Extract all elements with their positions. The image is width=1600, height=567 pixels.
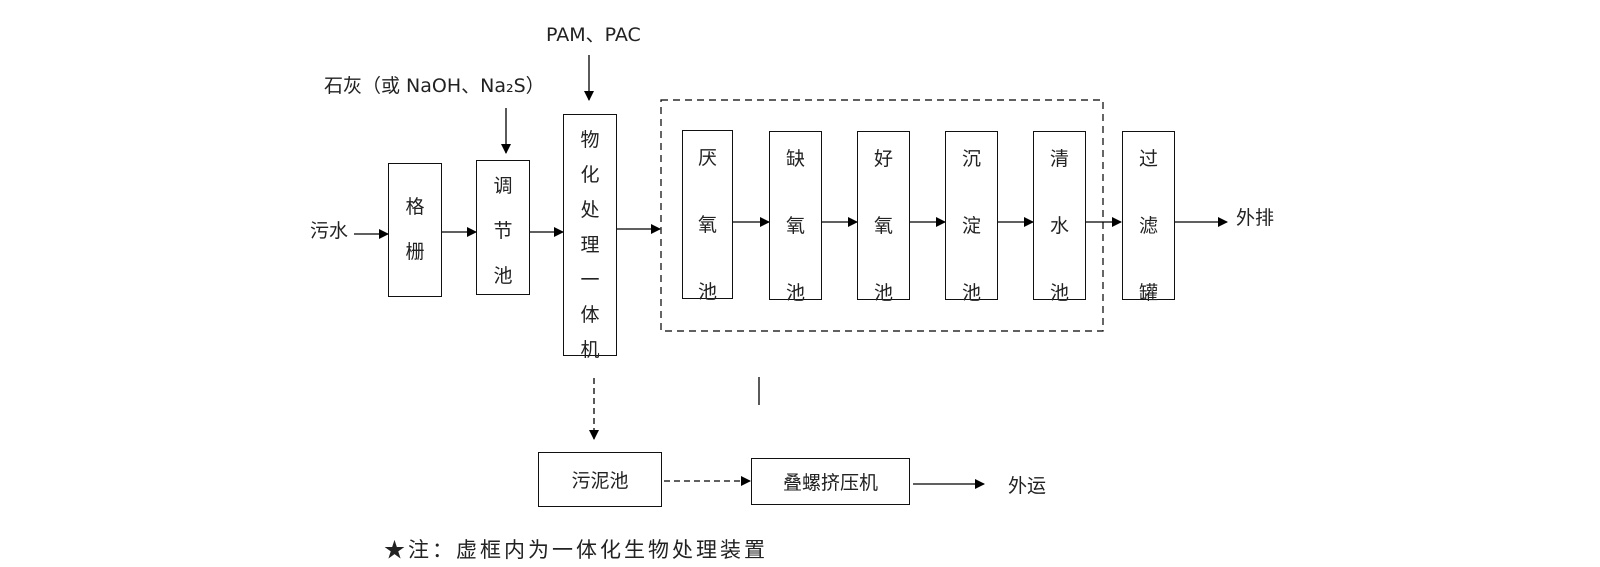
sedimentation-tank-box: 沉 淀 池 bbox=[945, 131, 998, 304]
aerobic-tank-box: 好 氧 池 bbox=[857, 131, 910, 304]
aerobic-char: 氧 bbox=[873, 215, 893, 237]
filter-tank-box: 过 滤 罐 bbox=[1122, 131, 1175, 304]
regulating-tank-box: 调 节 池 bbox=[476, 160, 530, 295]
screw-press-box: 叠螺挤压机 bbox=[751, 458, 910, 505]
physchem-char: 一 bbox=[580, 269, 600, 291]
clear-water-char: 池 bbox=[1049, 282, 1069, 304]
anoxic-char: 缺 bbox=[785, 148, 805, 170]
aerobic-char: 池 bbox=[873, 282, 893, 304]
transport-out-label: 外运 bbox=[1008, 475, 1047, 497]
grille-char: 栅 bbox=[405, 241, 425, 263]
sedimentation-char: 沉 bbox=[961, 148, 981, 170]
anoxic-tank-box: 缺 氧 池 bbox=[769, 131, 822, 304]
sedimentation-char: 池 bbox=[961, 282, 981, 304]
sedimentation-char: 淀 bbox=[961, 215, 981, 237]
physchem-char: 机 bbox=[580, 339, 600, 361]
regulating-char: 池 bbox=[493, 265, 513, 287]
flocculant-reagent-label: PAM、PAC bbox=[546, 24, 641, 46]
grille-char: 格 bbox=[405, 196, 425, 218]
footnote: ★注：虚框内为一体化生物处理装置 bbox=[384, 538, 768, 562]
sludge-tank-label: 污泥池 bbox=[571, 470, 629, 492]
physchem-char: 化 bbox=[580, 164, 600, 186]
clear-water-char: 清 bbox=[1049, 148, 1069, 170]
raw-water-label: 污水 bbox=[310, 220, 349, 242]
anaerobic-char: 氧 bbox=[697, 214, 717, 236]
regulating-char: 调 bbox=[493, 175, 513, 197]
filter-char: 滤 bbox=[1138, 215, 1158, 237]
regulating-char: 节 bbox=[493, 220, 513, 242]
sludge-tank-box: 污泥池 bbox=[538, 452, 662, 507]
anaerobic-tank-box: 厌 氧 池 bbox=[682, 130, 733, 303]
clear-water-char: 水 bbox=[1049, 215, 1069, 237]
screw-press-label: 叠螺挤压机 bbox=[782, 472, 878, 494]
physchem-unit-box: 物 化 处 理 一 体 机 bbox=[563, 114, 617, 361]
grille-box: 格 栅 bbox=[388, 163, 442, 297]
anoxic-char: 氧 bbox=[785, 215, 805, 237]
clear-water-tank-box: 清 水 池 bbox=[1033, 131, 1086, 304]
integrated-bio-unit-boundary bbox=[660, 99, 1104, 332]
aerobic-char: 好 bbox=[873, 148, 893, 170]
anaerobic-char: 厌 bbox=[697, 147, 717, 169]
alkali-reagent-label: 石灰（或 NaOH、Na₂S） bbox=[324, 75, 545, 97]
discharge-label: 外排 bbox=[1236, 207, 1275, 229]
filter-char: 过 bbox=[1138, 148, 1158, 170]
physchem-char: 理 bbox=[580, 234, 600, 256]
physchem-char: 物 bbox=[580, 129, 600, 151]
physchem-char: 体 bbox=[580, 304, 600, 326]
anaerobic-char: 池 bbox=[697, 281, 717, 303]
physchem-char: 处 bbox=[580, 199, 600, 221]
filter-char: 罐 bbox=[1138, 282, 1158, 304]
anoxic-char: 池 bbox=[785, 282, 805, 304]
